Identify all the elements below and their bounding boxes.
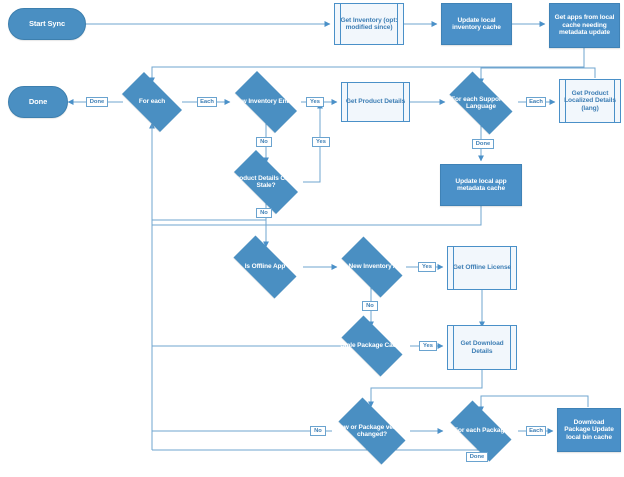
node-get-inventory[interactable]: Get Inventory (opt: modified since)	[334, 3, 404, 45]
node-update-local-app-metadata-cache[interactable]: Update local app metadata cache	[440, 164, 522, 206]
node-start-sync-label: Start Sync	[28, 18, 66, 28]
node-new-inventory[interactable]: New Inventory?	[333, 236, 411, 298]
node-get-product-localized-details-label: Get Product Localized Details (lang)	[564, 89, 616, 112]
edge-label-cache-stale-yes: Yes	[312, 137, 330, 147]
node-stale-package-cache[interactable]: Stale Package Cache	[333, 315, 411, 377]
node-get-product-localized-details[interactable]: Get Product Localized Details (lang)	[559, 79, 621, 123]
node-for-each-label: For each	[138, 98, 166, 106]
node-done-label: Done	[28, 96, 48, 106]
node-get-product-details-label: Get Product Details	[345, 98, 406, 106]
edge-label-for-each-package-each: Each	[526, 426, 546, 436]
node-download-package-update-local-bin-cache-label: Download Package Update local bin cache	[564, 418, 614, 441]
node-done[interactable]: Done	[8, 86, 68, 118]
edge-label-new-entry-no: No	[256, 137, 272, 147]
node-get-apps-from-local-cache[interactable]: Get apps from local cache needing metada…	[549, 3, 620, 48]
node-for-each[interactable]: For each	[114, 72, 190, 132]
node-start-sync[interactable]: Start Sync	[8, 8, 86, 40]
node-stale-package-cache-label: Stale Package Cache	[340, 342, 404, 350]
wire-downloaddetails-to-pkgchanged	[368, 370, 483, 408]
node-new-inventory-entry-label: New Inventory Entry?	[233, 98, 299, 106]
node-get-download-details[interactable]: Get Download Details	[447, 325, 517, 370]
edge-label-new-inventory-no: No	[362, 301, 378, 311]
node-for-each-package[interactable]: For each Package	[442, 400, 520, 462]
edge-label-for-each-package-done: Done	[466, 452, 488, 462]
node-get-offline-license-label: Get Offline License	[452, 264, 512, 272]
edge-label-supported-language-each: Each	[526, 97, 546, 107]
node-product-details-cache-stale-label: Product Details Cache Stale?	[232, 174, 300, 189]
edge-label-new-inventory-yes: Yes	[418, 262, 436, 272]
node-get-product-details[interactable]: Get Product Details	[341, 82, 410, 122]
node-for-each-supported-language[interactable]: For each Supported Language	[441, 71, 521, 135]
node-is-offline-app[interactable]: Is Offline App	[224, 235, 306, 299]
node-update-local-inventory-cache[interactable]: Update local inventory cache	[441, 3, 512, 45]
edge-label-new-entry-yes: Yes	[306, 97, 324, 107]
node-get-offline-license[interactable]: Get Offline License	[447, 246, 517, 290]
node-new-inventory-label: New Inventory?	[348, 263, 396, 271]
node-product-details-cache-stale[interactable]: Product Details Cache Stale?	[224, 150, 308, 214]
node-get-inventory-label: Get Inventory (opt: modified since)	[340, 16, 398, 31]
node-is-offline-app-label: Is Offline App	[244, 263, 286, 271]
node-get-apps-from-local-cache-label: Get apps from local cache needing metada…	[554, 14, 615, 37]
edge-label-supported-language-done: Done	[472, 139, 494, 149]
edge-label-done: Done	[86, 97, 108, 107]
node-update-local-app-metadata-cache-label: Update local app metadata cache	[455, 177, 507, 192]
node-for-each-package-label: For each Package	[454, 427, 508, 435]
node-download-package-update-local-bin-cache[interactable]: Download Package Update local bin cache	[557, 408, 621, 452]
edge-label-cache-stale-no: No	[256, 208, 272, 218]
edge-label-for-each-each: Each	[197, 97, 217, 107]
wire-getapps-to-foreach	[149, 48, 585, 84]
node-for-each-supported-language-label: For each Supported Language	[451, 95, 511, 110]
node-get-download-details-label: Get Download Details	[460, 340, 504, 355]
node-new-or-package-version-changed-label: New or Package version changed?	[335, 423, 409, 438]
node-new-inventory-entry[interactable]: New Inventory Entry?	[226, 71, 306, 133]
edge-label-stale-package-yes: Yes	[419, 341, 437, 351]
node-update-local-inventory-cache-label: Update local inventory cache	[452, 16, 501, 31]
node-new-or-package-version-changed[interactable]: New or Package version changed?	[329, 397, 415, 465]
edge-label-package-changed-no: No	[310, 426, 326, 436]
